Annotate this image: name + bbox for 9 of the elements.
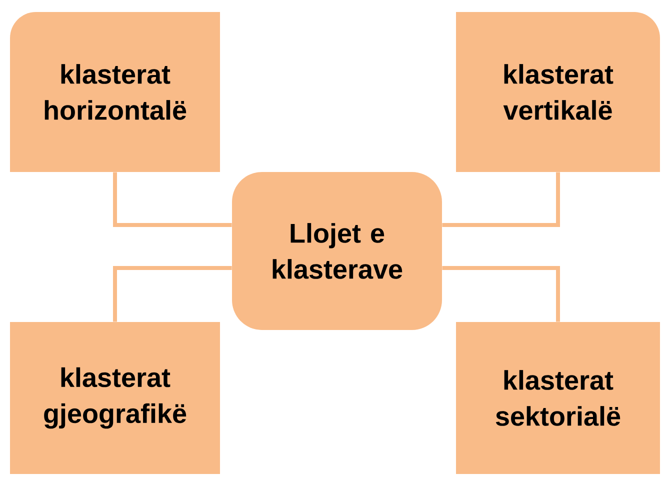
process-box: klasterat vertikalë: [456, 12, 660, 172]
connector-line: [442, 172, 560, 227]
process-box: klasterat sektorialë: [456, 322, 660, 474]
process-box: Llojet e klasterave: [232, 172, 442, 330]
process-box: klasterat gjeografikë: [10, 322, 220, 474]
connector-line: [113, 172, 232, 227]
connector-line: [442, 266, 560, 322]
process-box: klasterat horizontalë: [10, 12, 220, 172]
connector-line: [113, 266, 232, 322]
